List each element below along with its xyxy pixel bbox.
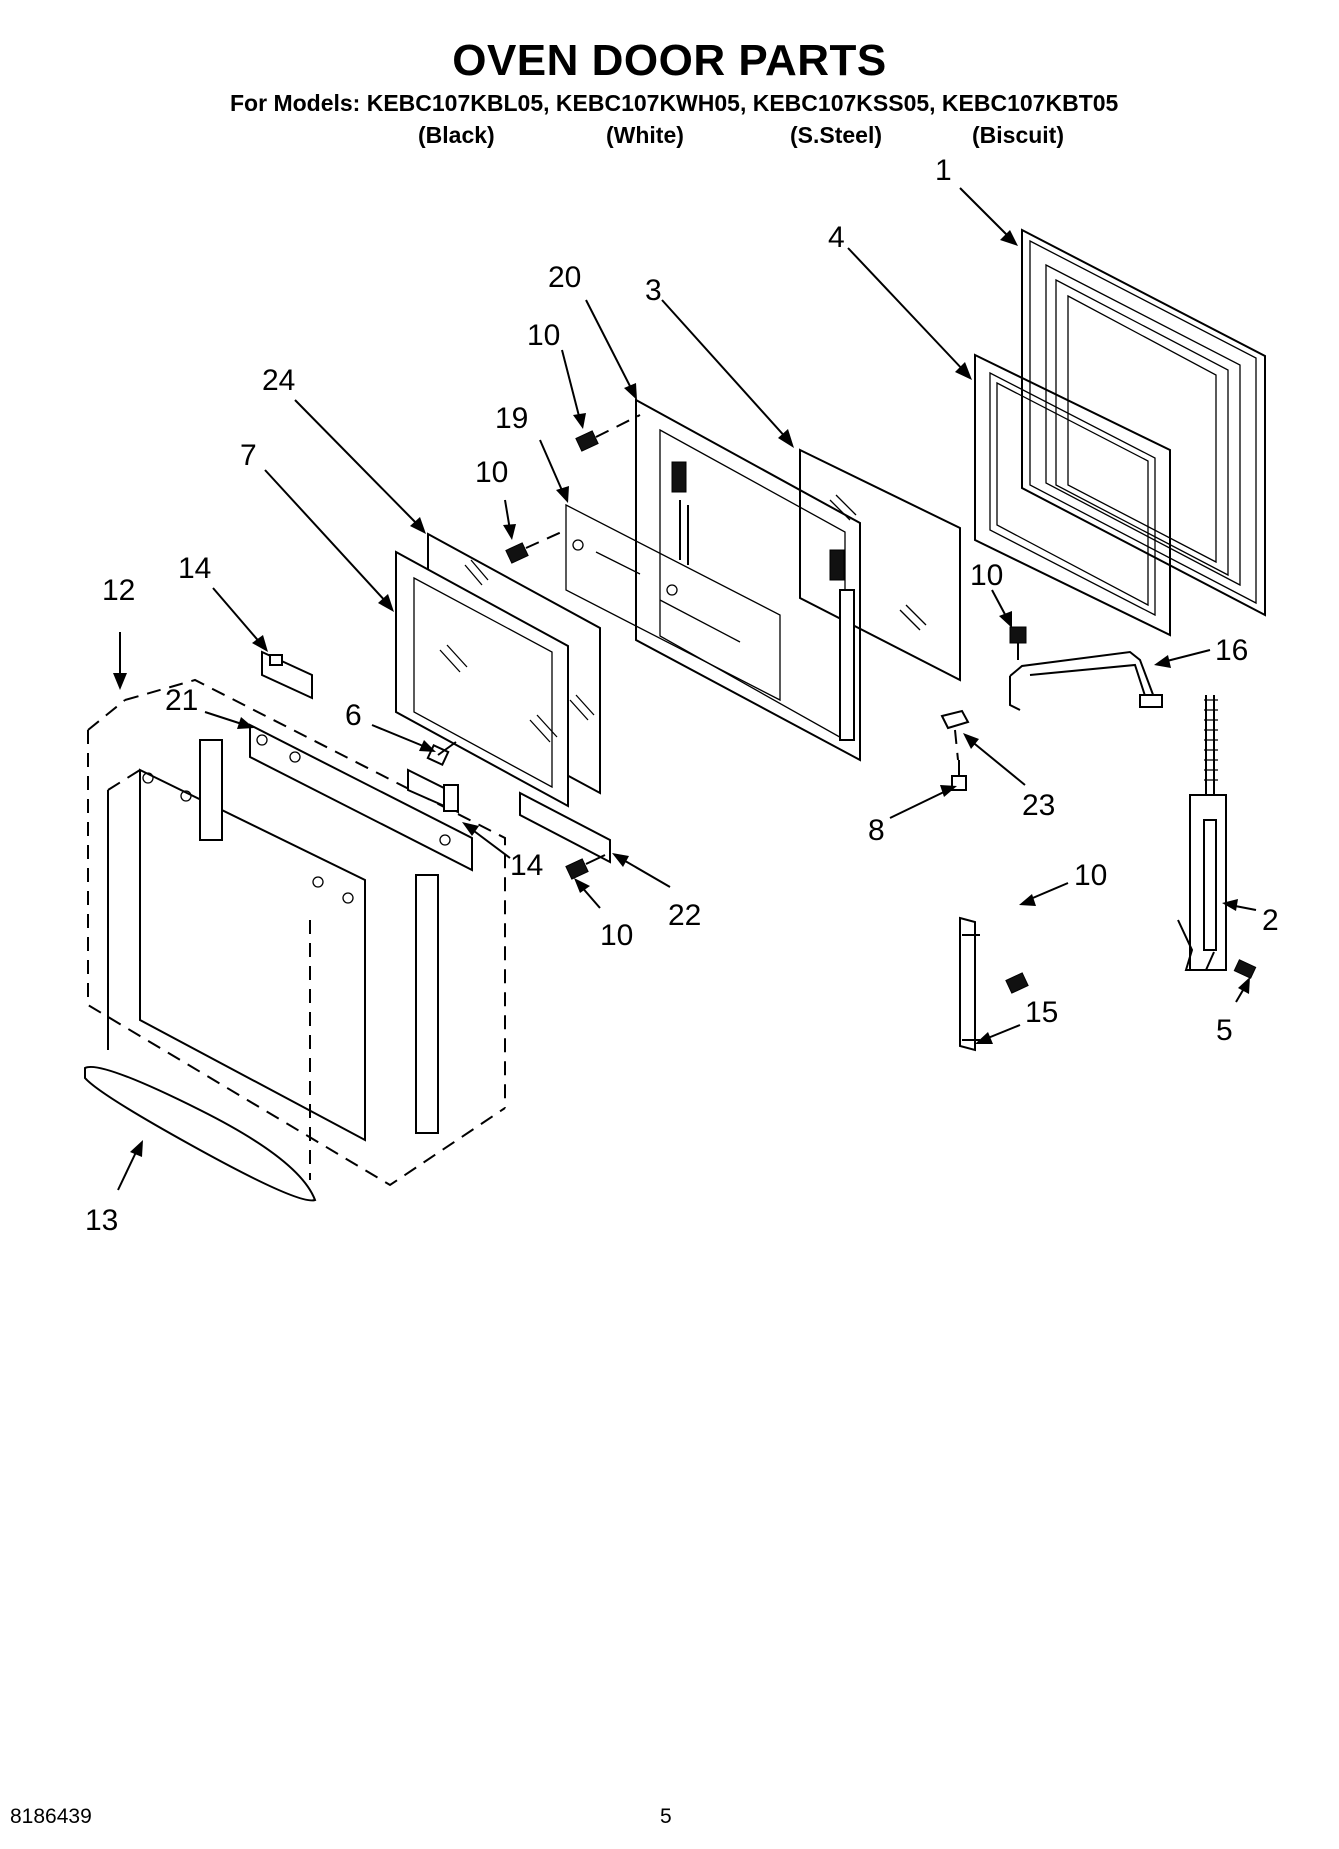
screw-10-a <box>575 414 641 452</box>
part-14-bracket-upper <box>261 650 313 700</box>
callout-10-c: 10 <box>970 559 1003 592</box>
callout-10-d: 10 <box>1074 859 1107 892</box>
callout-14-b: 14 <box>510 849 543 882</box>
callout-14-a: 14 <box>178 552 211 585</box>
part-12-door-assembly <box>87 678 506 1187</box>
part-20-inner-liner <box>635 398 861 762</box>
page-title: OVEN DOOR PARTS <box>452 36 887 85</box>
part-23-clip <box>940 709 970 761</box>
part-19-vent-panel <box>565 503 781 702</box>
part-16-hinge-bracket <box>1009 650 1163 711</box>
callout-10-e: 10 <box>600 919 633 952</box>
callout-1: 1 <box>935 154 952 187</box>
part-13-door-front <box>84 739 439 1202</box>
part-2-hinge <box>1177 695 1257 979</box>
callout-7: 7 <box>240 439 257 472</box>
part-22-plate <box>519 791 611 864</box>
part-6-screw <box>426 741 457 767</box>
callout-6: 6 <box>345 699 362 732</box>
model-list: For Models: KEBC107KBL05, KEBC107KWH05, … <box>230 90 1119 116</box>
part-8-screw <box>951 760 967 791</box>
callout-19: 19 <box>495 402 528 435</box>
callout-2: 2 <box>1262 904 1279 937</box>
part-7-glass <box>395 550 569 808</box>
part-1-outer-panel <box>1021 228 1266 617</box>
callout-labels: 1 2 3 4 5 6 7 8 10 10 10 10 10 10 12 13 … <box>85 154 1279 1237</box>
callout-23: 23 <box>1022 789 1055 822</box>
callout-10-b: 10 <box>475 456 508 489</box>
callout-16: 16 <box>1215 634 1248 667</box>
callout-13: 13 <box>85 1204 118 1237</box>
part-3-inner-glass <box>799 448 961 682</box>
callout-22: 22 <box>668 899 701 932</box>
screw-10-d <box>1009 626 1027 660</box>
leader-lines <box>113 187 1257 1191</box>
callout-21: 21 <box>165 684 198 717</box>
variant-black: (Black) <box>418 122 495 148</box>
callout-12: 12 <box>102 574 135 607</box>
callout-20: 20 <box>548 261 581 294</box>
screw-10-c <box>565 854 606 880</box>
document-number: 8186439 <box>10 1805 92 1828</box>
callout-5: 5 <box>1216 1014 1233 1047</box>
callout-24: 24 <box>262 364 295 397</box>
callout-8: 8 <box>868 814 885 847</box>
callout-10-a: 10 <box>527 319 560 352</box>
part-14-bracket-lower <box>407 768 459 814</box>
page-number: 5 <box>660 1805 672 1828</box>
callout-15: 15 <box>1025 996 1058 1029</box>
part-15-strip <box>959 916 980 1052</box>
variant-white: (White) <box>606 122 684 148</box>
callout-3: 3 <box>645 274 662 307</box>
screw-10-e <box>1005 972 1029 994</box>
callout-4: 4 <box>828 221 845 254</box>
variant-stainless: (S.Steel) <box>790 122 883 148</box>
variant-biscuit: (Biscuit) <box>972 122 1064 148</box>
part-21-hinge-bar <box>249 723 473 872</box>
screw-10-b <box>505 529 567 564</box>
part-4-door-frame <box>974 353 1171 637</box>
